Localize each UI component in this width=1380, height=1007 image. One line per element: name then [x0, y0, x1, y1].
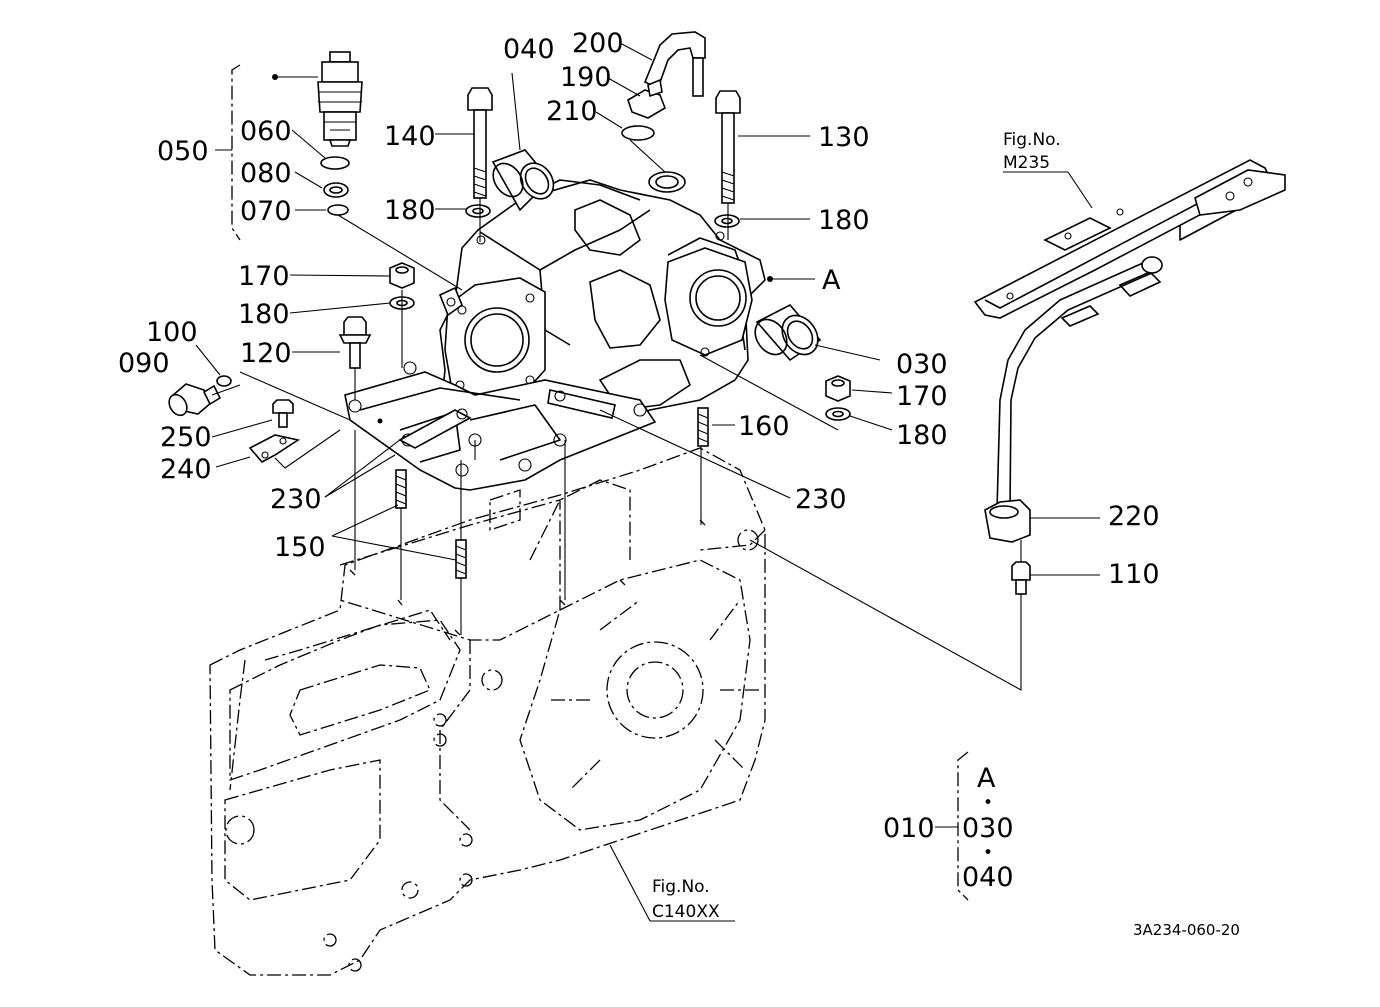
- label-170-b: 170: [896, 381, 948, 412]
- label-010-040: 040: [962, 862, 1014, 893]
- bolt-140: [467, 87, 493, 199]
- gasket-plate: [344, 361, 657, 491]
- fig-ref-bottom-number: C140XX: [652, 902, 720, 922]
- bracket-plate-m235: [973, 159, 1286, 327]
- relief-valve-050: [272, 51, 363, 216]
- pipe-030: [754, 303, 822, 362]
- separator-2: •: [983, 843, 993, 863]
- bolt-130: [715, 90, 741, 204]
- label-190: 190: [560, 62, 612, 93]
- label-180-d: 180: [896, 420, 948, 451]
- hose-200: [643, 31, 706, 97]
- assembly-group-010: 010 A • 030 • 040: [883, 763, 1014, 893]
- washer-180-b: [714, 214, 740, 228]
- washer-100: [216, 375, 232, 387]
- fitting-110: [1011, 561, 1031, 595]
- separator-1: •: [983, 793, 993, 813]
- label-130: 130: [818, 122, 870, 153]
- washer-180-a: [465, 204, 491, 218]
- plug-090: [168, 383, 222, 417]
- label-240: 240: [160, 454, 212, 485]
- drawing-code: 3A234-060-20: [1133, 921, 1240, 939]
- label-180-c: 180: [238, 299, 290, 330]
- leader-lines: [195, 42, 1100, 922]
- label-160: 160: [738, 411, 790, 442]
- label-150: 150: [274, 532, 326, 563]
- label-060: 060: [240, 116, 292, 147]
- label-140: 140: [384, 121, 436, 152]
- fig-ref-bottom-prefix: Fig.No.: [652, 877, 710, 897]
- stud-160: [697, 407, 709, 447]
- label-200: 200: [572, 28, 624, 59]
- label-250: 250: [160, 422, 212, 453]
- label-030: 030: [896, 349, 948, 380]
- label-230-a: 230: [270, 484, 322, 515]
- oil-pipe-220: [984, 256, 1163, 543]
- label-120: 120: [240, 338, 292, 369]
- label-010-030: 030: [962, 813, 1014, 844]
- label-170-a: 170: [238, 261, 290, 292]
- label-050: 050: [157, 136, 209, 167]
- label-070: 070: [240, 196, 292, 227]
- label-040: 040: [503, 34, 555, 65]
- label-180-a: 180: [384, 195, 436, 226]
- bracket-240: [248, 434, 301, 464]
- fitting-190: [627, 78, 666, 119]
- pipe-040: [491, 149, 555, 212]
- label-110: 110: [1108, 559, 1160, 590]
- label-180-b: 180: [818, 205, 870, 236]
- label-090: 090: [118, 348, 170, 379]
- label-100: 100: [146, 317, 198, 348]
- o-ring-210: [621, 125, 655, 141]
- washer-180-d: [825, 407, 851, 421]
- label-010: 010: [883, 813, 935, 844]
- label-080: 080: [240, 158, 292, 189]
- stud-150-a: [395, 469, 407, 509]
- fig-ref-top-number: M235: [1003, 153, 1050, 173]
- label-010-A: A: [977, 763, 996, 794]
- label-220: 220: [1108, 501, 1160, 532]
- fig-ref-top-prefix: Fig.No.: [1003, 130, 1061, 150]
- label-210: 210: [546, 96, 598, 127]
- bolt-250: [272, 399, 294, 428]
- nut-170-a: [389, 262, 415, 289]
- bolt-120: [338, 316, 372, 369]
- transmission-case-outline: [209, 447, 766, 976]
- stud-150-b: [455, 539, 467, 579]
- label-A: A: [822, 265, 841, 296]
- figure-reference-top: Fig.No. M235: [1003, 130, 1061, 173]
- figure-reference-bottom: Fig.No. C140XX: [652, 877, 720, 922]
- part-labels: 050 060 080 070 200 040 190 210 140 130 …: [118, 28, 1160, 590]
- nut-170-b: [825, 375, 851, 402]
- label-230-b: 230: [795, 484, 847, 515]
